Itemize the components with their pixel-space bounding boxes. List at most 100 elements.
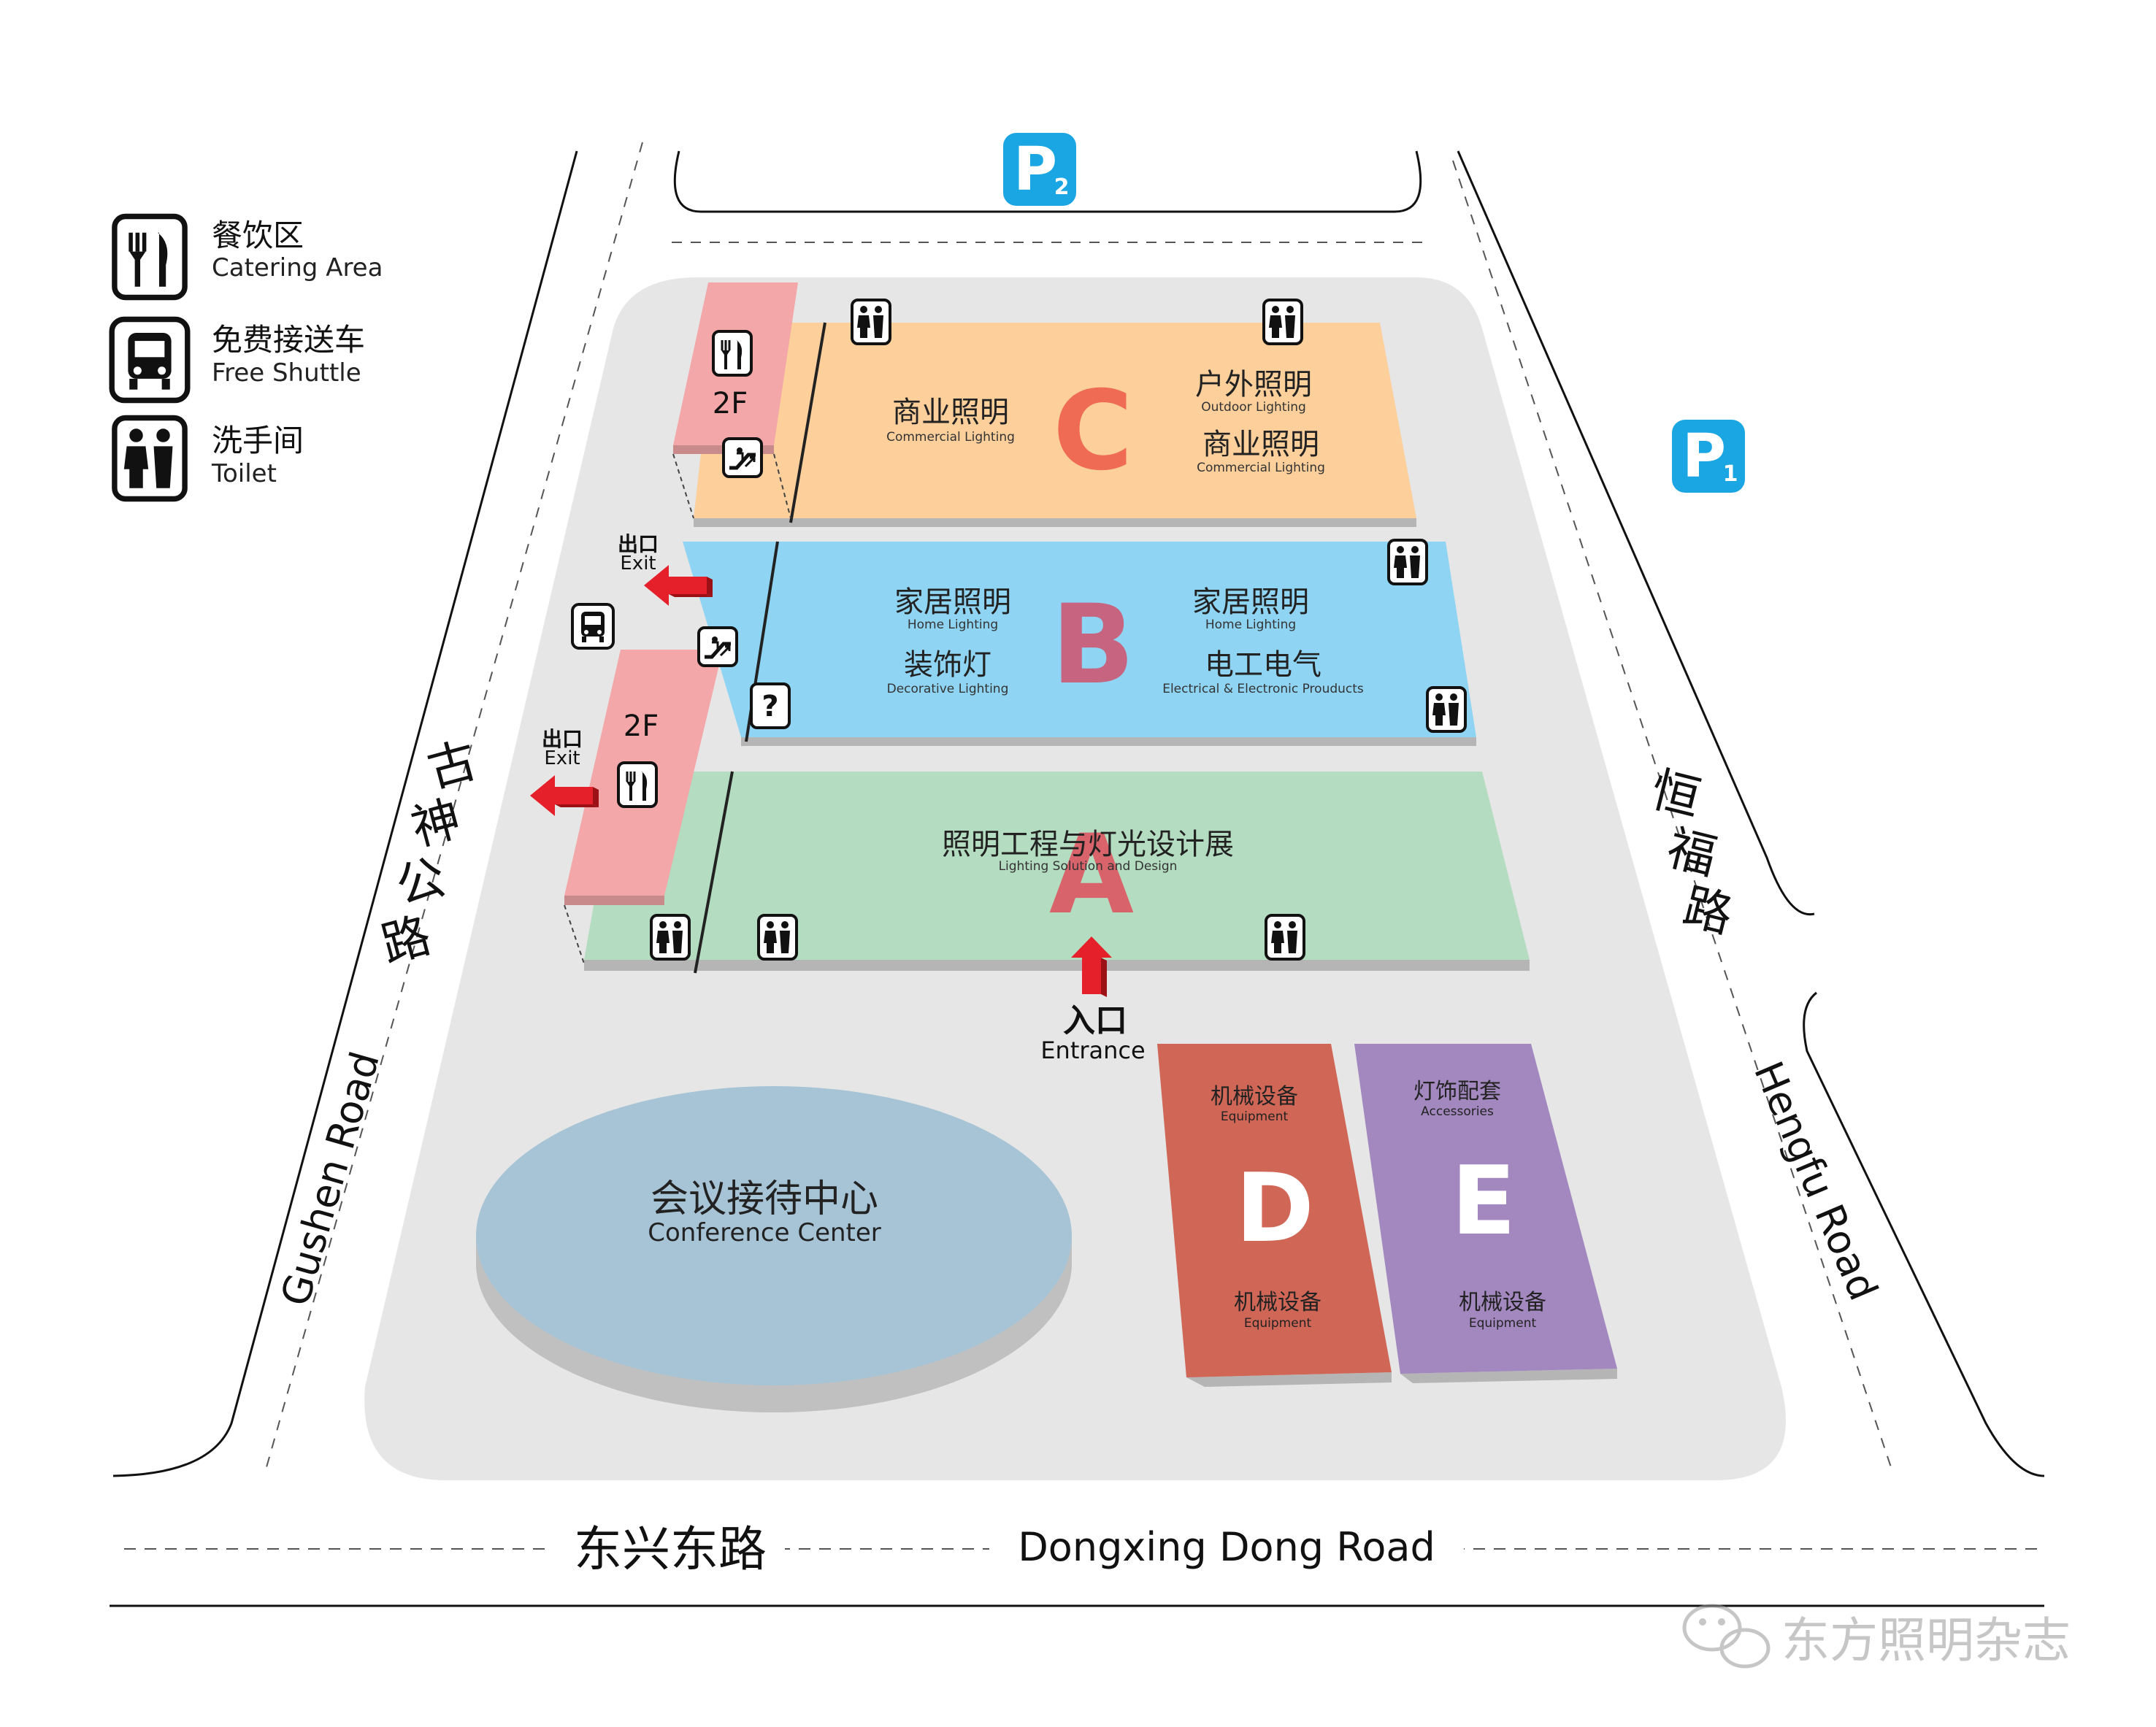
conference-center[interactable]: 会议接待中心 Conference Center: [476, 1086, 1072, 1412]
hall-d-zone2-en: Equipment: [1244, 1316, 1312, 1331]
toilet-icon[interactable]: [1262, 299, 1303, 345]
svg-text:神: 神: [405, 791, 467, 857]
hall-e-zone2-en: Equipment: [1469, 1316, 1537, 1331]
conference-zh: 会议接待中心: [651, 1177, 878, 1221]
hall-c-zone1-en: Commercial Lighting: [886, 430, 1015, 445]
hall-c-zone1-zh: 商业照明: [892, 396, 1009, 429]
svg-text:1: 1: [1723, 461, 1738, 487]
gushen-en: Gushen Road: [272, 1047, 388, 1311]
svg-text:古: 古: [421, 732, 483, 799]
hall-c[interactable]: C 商业照明 Commercial Lighting 户外照明 Outdoor …: [694, 322, 1416, 527]
watermark: 东方照明杂志: [1682, 1604, 2071, 1669]
legend-toilet-zh: 洗手间: [212, 423, 304, 458]
hall-d-zone1-en: Equipment: [1221, 1109, 1289, 1124]
escalator-icon[interactable]: [699, 628, 737, 666]
conference-en: Conference Center: [648, 1218, 881, 1247]
hall-c-zone2-zh: 户外照明: [1195, 368, 1312, 401]
entrance-en: Entrance: [1040, 1036, 1145, 1064]
svg-text:路: 路: [1678, 878, 1738, 945]
hall-a-floor: [584, 772, 1530, 960]
legend-shuttle-zh: 免费接送车: [212, 322, 365, 358]
hall-b-zone1-zh: 家居照明: [894, 585, 1011, 619]
hall-a-zone1-en: Lighting Solution and Design: [999, 859, 1178, 874]
svg-text:2: 2: [1054, 174, 1070, 200]
exit-lower[interactable]: 出口 Exit: [530, 727, 599, 816]
toilet-icon[interactable]: [1387, 539, 1428, 585]
toilet-icon[interactable]: [851, 299, 891, 345]
hall-d-zone1-zh: 机械设备: [1211, 1084, 1298, 1109]
hall-c-letter: C: [1053, 368, 1133, 495]
exit-upper[interactable]: 出口 Exit: [618, 532, 713, 606]
hall-e-zone2-zh: 机械设备: [1459, 1290, 1546, 1315]
hall-c-zone3-en: Commercial Lighting: [1197, 461, 1325, 475]
legend-catering-zh: 餐饮区: [212, 218, 304, 253]
legend-toilet-en: Toilet: [211, 459, 277, 488]
hall-b-zone3-en: Home Lighting: [1205, 618, 1296, 632]
svg-text:P: P: [1013, 135, 1057, 204]
hall-d-floor: [1157, 1044, 1392, 1377]
exit-upper-zh: 出口: [618, 532, 659, 556]
svg-text:P: P: [1682, 422, 1726, 491]
svg-text:?: ?: [761, 690, 778, 723]
hall-c-zone2-en: Outdoor Lighting: [1201, 400, 1306, 415]
hall-b-zone1-en: Home Lighting: [908, 618, 998, 632]
hall-e-zone1-en: Accessories: [1421, 1104, 1494, 1119]
hall-b-zone2-zh: 装饰灯: [904, 648, 991, 682]
legend: 餐饮区 Catering Area 免费接送车 Free Shuttle 洗手间…: [112, 217, 383, 499]
legend-catering-en: Catering Area: [212, 253, 383, 282]
entrance-arrow-icon: [1071, 936, 1112, 997]
hall-b-zone4-en: Electrical & Electronic Prouducts: [1162, 682, 1364, 696]
parking-p1[interactable]: P 1: [1672, 420, 1745, 493]
hall-e-zone1-zh: 灯饰配套: [1413, 1079, 1501, 1104]
catering-icon[interactable]: [712, 330, 753, 377]
hall-e[interactable]: E 灯饰配套 Accessories 机械设备 Equipment: [1354, 1044, 1617, 1383]
hall-a[interactable]: A 照明工程与灯光设计展 Lighting Solution and Desig…: [584, 771, 1530, 974]
hengfu-en: Hengfu Road: [1745, 1055, 1887, 1307]
legend-toilet-icon: [115, 418, 185, 499]
toilet-icon[interactable]: [650, 914, 691, 961]
entrance-zh: 入口: [1063, 1002, 1127, 1039]
toilet-icon[interactable]: [1426, 686, 1467, 733]
legend-shuttle-en: Free Shuttle: [212, 358, 361, 388]
hall-a-letter: A: [1049, 812, 1134, 939]
hall-d[interactable]: D 机械设备 Equipment 机械设备 Equipment: [1157, 1044, 1392, 1387]
entrance[interactable]: 入口 Entrance: [1040, 936, 1146, 1064]
svg-text:路: 路: [375, 907, 437, 974]
wing-ab-floor-label: 2F: [624, 709, 659, 743]
hall-e-floor: [1354, 1044, 1617, 1374]
dongxing-en: Dongxing Dong Road: [1018, 1524, 1435, 1570]
hall-c-floor: [694, 323, 1416, 518]
hall-b-floor: [683, 542, 1476, 737]
bus-icon[interactable]: [571, 603, 615, 650]
map-icons: ?: [571, 299, 1467, 961]
hall-b-zone3-zh: 家居照明: [1192, 585, 1309, 619]
legend-catering-icon: [115, 217, 185, 298]
dongxing-zh: 东兴东路: [574, 1521, 767, 1577]
escalator-icon[interactable]: [724, 439, 761, 477]
exit-lower-zh: 出口: [542, 727, 583, 751]
svg-text:恒: 恒: [1646, 761, 1706, 828]
legend-bus-icon: [112, 320, 188, 401]
info-icon[interactable]: ?: [750, 682, 791, 729]
hall-b-zone4-zh: 电工电气: [1205, 648, 1321, 682]
catering-icon[interactable]: [617, 761, 658, 808]
hall-c-zone3-zh: 商业照明: [1202, 428, 1319, 461]
hall-b-zone2-en: Decorative Lighting: [887, 682, 1009, 696]
wing-c-floor-label: 2F: [713, 387, 748, 420]
toilet-icon[interactable]: [757, 914, 798, 961]
exit-upper-en: Exit: [620, 553, 656, 574]
watermark-text: 东方照明杂志: [1781, 1612, 2071, 1669]
hall-e-letter: E: [1451, 1145, 1516, 1256]
toilet-icon[interactable]: [1265, 914, 1305, 961]
hall-b[interactable]: B 家居照明 Home Lighting 装饰灯 Decorative Ligh…: [683, 541, 1476, 746]
hall-d-letter: D: [1235, 1153, 1314, 1263]
road-label-dongxing: 东兴东路 Dongxing Dong Road: [551, 1518, 1464, 1577]
hall-b-letter: B: [1051, 582, 1135, 709]
hall-d-zone2-zh: 机械设备: [1234, 1290, 1321, 1315]
parking-p2[interactable]: P 2: [1003, 133, 1076, 206]
svg-text:福: 福: [1662, 820, 1722, 886]
svg-text:公: 公: [390, 849, 451, 915]
exit-lower-en: Exit: [544, 747, 580, 769]
